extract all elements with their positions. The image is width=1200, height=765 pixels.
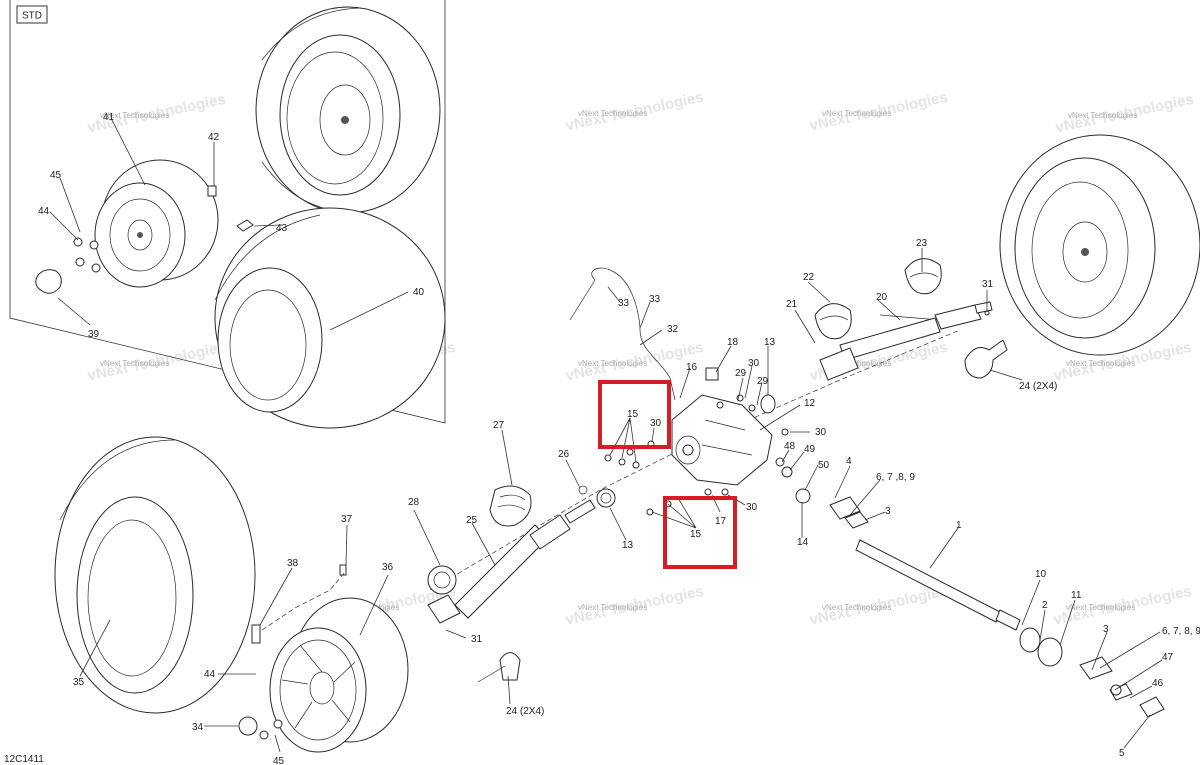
highlight-box-upper [598, 380, 671, 449]
callout-c23: 23 [916, 238, 928, 249]
callout-c5: 5 [1119, 748, 1125, 759]
callout-c21: 21 [786, 299, 798, 310]
watermark-text: vNext Technologies [822, 109, 891, 118]
callout-c29b: 29 [757, 376, 769, 387]
callout-c39: 39 [88, 329, 100, 340]
callout-c41: 41 [103, 112, 115, 123]
watermark-text: vNext Technologies [1066, 603, 1135, 612]
callout-c16: 16 [686, 362, 698, 373]
watermark-text: vNext Technologies [578, 359, 647, 368]
std-tag-box [16, 5, 48, 24]
callout-c4: 4 [846, 456, 852, 467]
callout-c30c: 30 [650, 418, 662, 429]
inset-tire-top [255, 6, 441, 214]
callout-c50: 50 [818, 460, 830, 471]
callout-c3b: 3 [1103, 624, 1109, 635]
callout-c37: 37 [341, 514, 353, 525]
callout-c3a: 3 [885, 506, 891, 517]
callout-c25: 25 [466, 515, 478, 526]
callout-c45a: 45 [50, 170, 62, 181]
callout-c32: 32 [667, 324, 679, 335]
callout-c11: 11 [1071, 590, 1082, 601]
callout-c43: 43 [276, 223, 288, 234]
callout-c15b: 15 [690, 529, 702, 540]
callout-c27: 27 [493, 420, 505, 431]
callout-c44a: 44 [38, 206, 50, 217]
callout-c48: 48 [784, 441, 796, 452]
callout-c30b: 30 [815, 427, 827, 438]
callout-c28: 28 [408, 497, 420, 508]
diagram-code: 12C1411 [4, 754, 44, 765]
callout-c2: 2 [1042, 600, 1048, 611]
inset-tire-40 [214, 207, 446, 429]
inset-rim [94, 159, 219, 288]
callout-c12: 12 [804, 398, 816, 409]
watermark-text: vNext Technologies [578, 109, 647, 118]
propeller-shaft [795, 488, 1165, 718]
watermark-text: vNext Technologies [1068, 111, 1137, 120]
callout-c35: 35 [73, 677, 85, 688]
watermark-text: vNext Technologies [100, 111, 169, 120]
callout-c30a: 30 [748, 358, 760, 369]
callout-c18: 18 [727, 337, 739, 348]
callout-c10: 10 [1035, 569, 1047, 580]
left-halfshaft [427, 485, 596, 683]
std-tag: STD [22, 11, 42, 22]
bottom-rim [238, 564, 409, 753]
callout-c31a: 31 [982, 279, 994, 290]
callout-c49: 49 [804, 444, 816, 455]
callout-c15a: 15 [627, 409, 639, 420]
watermark-text: vNext Technologies [100, 359, 169, 368]
inset-small-parts [35, 185, 254, 294]
callout-c46: 46 [1152, 678, 1164, 689]
callout-c47: 47 [1162, 652, 1174, 663]
watermark-text: vNext Technologies [822, 603, 891, 612]
callout-c13b: 13 [622, 540, 634, 551]
callout-c6789b: 6, 7, 8, 9 [1162, 626, 1200, 637]
watermark-text: vNext Technologies [578, 603, 647, 612]
left-tire [54, 436, 256, 714]
callout-c6789a: 6, 7 ,8, 9 [876, 472, 915, 483]
callout-c44b: 44 [204, 669, 216, 680]
right-tire [999, 134, 1200, 356]
highlight-box-lower [663, 496, 737, 569]
watermark-text: vNext Technologies [1066, 359, 1135, 368]
callout-c31b: 31 [471, 634, 483, 645]
differential-assembly [429, 267, 961, 591]
callout-c24a: 24 (2X4) [1019, 381, 1057, 392]
callout-c45b: 45 [273, 756, 285, 765]
callout-c34: 34 [192, 722, 204, 733]
callout-c1: 1 [956, 520, 962, 531]
callout-c17: 17 [715, 516, 727, 527]
callout-c13a: 13 [764, 337, 776, 348]
callout-c38: 38 [287, 558, 299, 569]
leader-lines [49, 119, 1163, 753]
callout-c14: 14 [797, 537, 809, 548]
callout-c29a: 29 [735, 368, 747, 379]
callout-c24b: 24 (2X4) [506, 706, 544, 717]
callout-c22: 22 [803, 272, 815, 283]
callout-c40: 40 [413, 287, 425, 298]
callout-c33a: 33 [618, 298, 630, 309]
callout-c30d: 30 [746, 502, 758, 513]
right-halfshaft [814, 258, 1008, 381]
callout-c42: 42 [208, 132, 220, 143]
callout-c36: 36 [382, 562, 394, 573]
callout-c20: 20 [876, 292, 888, 303]
callout-c26: 26 [558, 449, 570, 460]
callout-c33b: 33 [649, 294, 661, 305]
